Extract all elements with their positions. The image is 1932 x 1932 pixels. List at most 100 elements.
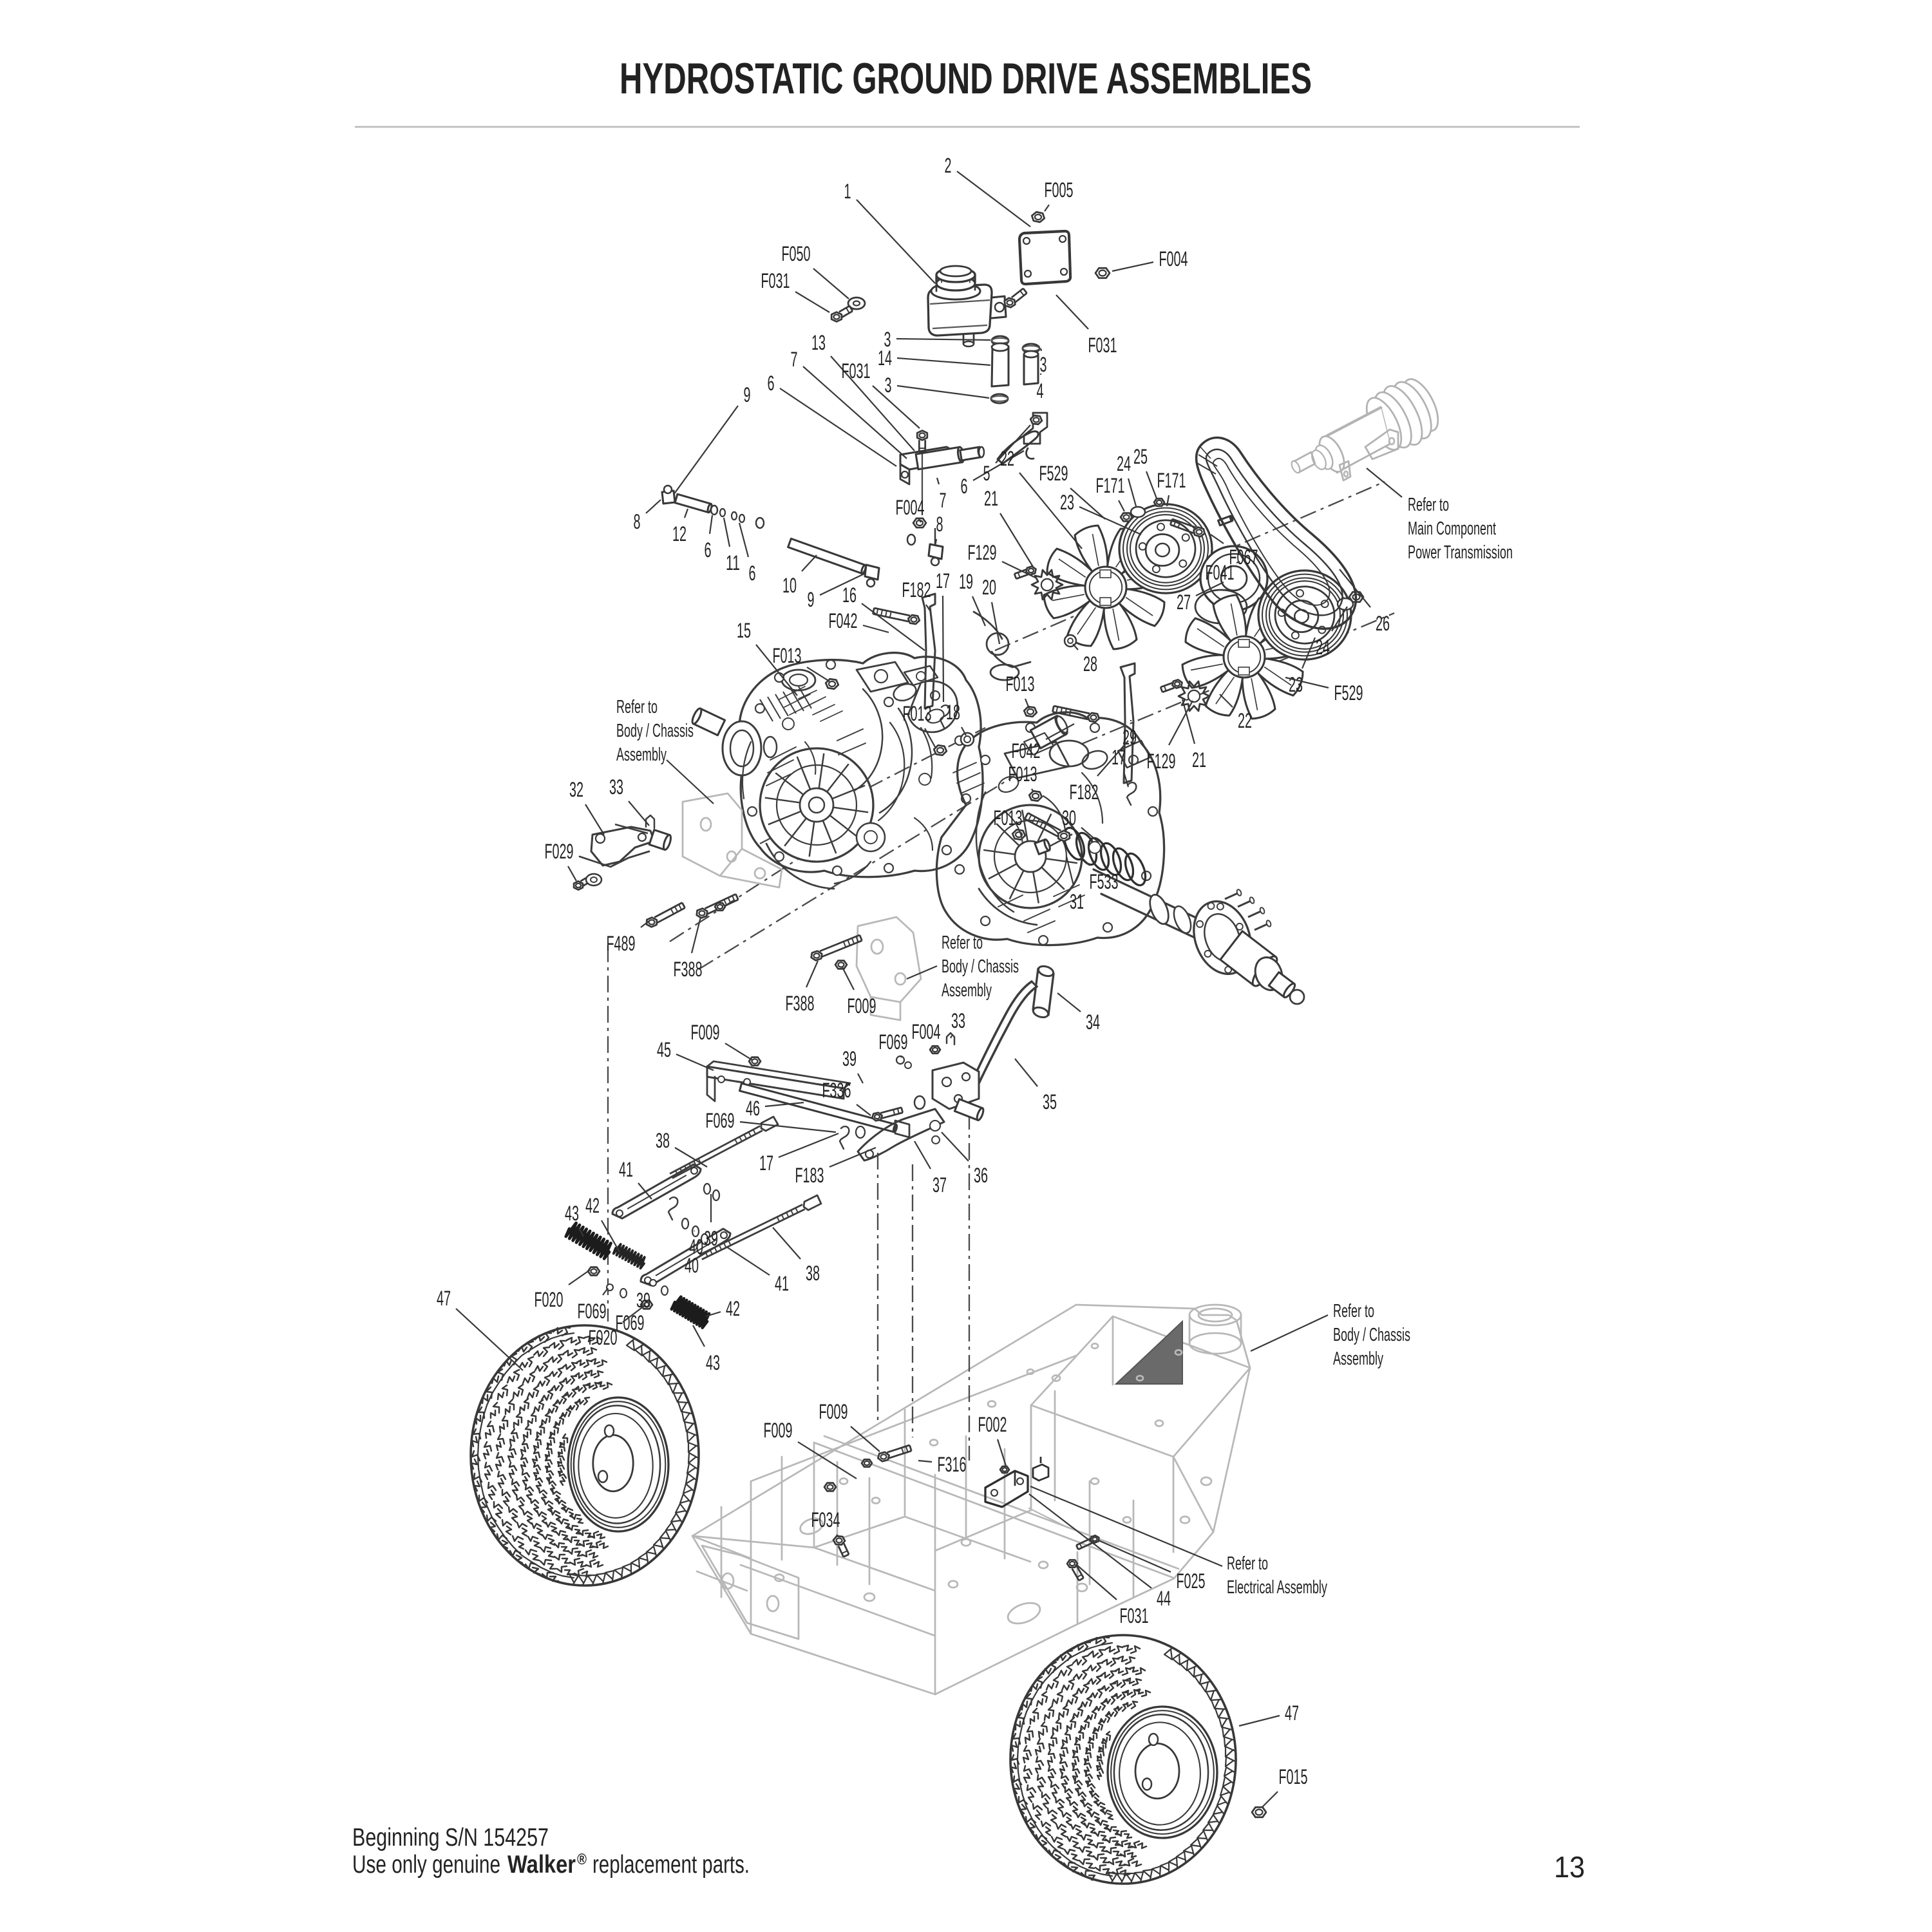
- svg-text:replacement parts.: replacement parts.: [592, 1851, 750, 1879]
- svg-text:Beginning S/N 154257: Beginning S/N 154257: [352, 1824, 549, 1852]
- svg-text:27: 27: [1177, 591, 1191, 614]
- svg-text:F020: F020: [589, 1326, 618, 1349]
- svg-text:17: 17: [936, 569, 950, 592]
- svg-text:Body / Chassis: Body / Chassis: [1333, 1325, 1410, 1345]
- svg-text:39: 39: [704, 1227, 718, 1250]
- svg-text:F031: F031: [1088, 334, 1117, 357]
- svg-text:F336: F336: [822, 1079, 851, 1102]
- svg-text:2: 2: [945, 154, 952, 177]
- svg-text:Body / Chassis: Body / Chassis: [616, 721, 694, 741]
- svg-text:36: 36: [974, 1164, 988, 1187]
- svg-text:F020: F020: [535, 1288, 564, 1311]
- svg-text:33: 33: [609, 775, 623, 799]
- svg-text:F031: F031: [1120, 1604, 1149, 1627]
- svg-text:F183: F183: [795, 1164, 824, 1187]
- svg-text:40: 40: [685, 1254, 699, 1277]
- svg-text:6: 6: [749, 562, 756, 585]
- svg-text:Electrical Assembly: Electrical Assembly: [1227, 1577, 1327, 1598]
- svg-text:F004: F004: [896, 496, 925, 519]
- svg-text:20: 20: [982, 576, 996, 599]
- svg-text:F182: F182: [1070, 781, 1099, 804]
- svg-text:9: 9: [808, 588, 815, 611]
- svg-text:F388: F388: [786, 992, 815, 1015]
- svg-text:F013: F013: [1006, 672, 1035, 696]
- svg-text:F015: F015: [1279, 1765, 1308, 1788]
- svg-text:41: 41: [619, 1158, 633, 1181]
- svg-text:12: 12: [672, 522, 687, 545]
- svg-text:Assembly: Assembly: [616, 744, 667, 765]
- svg-text:F034: F034: [811, 1508, 840, 1531]
- svg-text:F031: F031: [842, 359, 871, 383]
- svg-text:47: 47: [1285, 1701, 1299, 1725]
- svg-text:Refer to: Refer to: [942, 933, 983, 953]
- svg-text:43: 43: [565, 1202, 579, 1225]
- svg-text:40: 40: [689, 1235, 703, 1258]
- svg-text:39: 39: [842, 1047, 857, 1070]
- svg-text:1: 1: [844, 180, 851, 203]
- svg-text:F069: F069: [706, 1109, 735, 1132]
- svg-text:F004: F004: [1159, 247, 1188, 270]
- svg-text:F004: F004: [912, 1020, 941, 1043]
- svg-text:F129: F129: [1147, 750, 1176, 773]
- svg-text:30: 30: [1062, 806, 1076, 829]
- svg-text:F069: F069: [879, 1030, 908, 1054]
- svg-text:Assembly: Assembly: [942, 980, 992, 1001]
- svg-text:14: 14: [878, 346, 892, 370]
- svg-text:F489: F489: [607, 932, 636, 955]
- svg-text:17: 17: [759, 1151, 773, 1175]
- svg-text:8: 8: [936, 513, 943, 536]
- svg-text:35: 35: [1043, 1090, 1057, 1113]
- svg-text:6: 6: [768, 372, 775, 395]
- svg-text:15: 15: [737, 619, 751, 642]
- svg-text:F042: F042: [829, 609, 858, 632]
- svg-text:5: 5: [983, 462, 990, 485]
- svg-text:F533: F533: [1090, 870, 1119, 893]
- svg-text:37: 37: [933, 1173, 947, 1197]
- svg-text:F171: F171: [1157, 469, 1186, 492]
- svg-text:F013: F013: [903, 702, 932, 725]
- svg-text:45: 45: [657, 1038, 671, 1061]
- svg-text:34: 34: [1086, 1010, 1100, 1034]
- svg-text:Assembly: Assembly: [1333, 1349, 1383, 1369]
- svg-text:HYDROSTATIC GROUND DRIVE ASSEM: HYDROSTATIC GROUND DRIVE ASSEMBLIES: [620, 54, 1312, 103]
- svg-text:4: 4: [1037, 379, 1044, 402]
- svg-text:F013: F013: [773, 644, 802, 667]
- svg-text:F009: F009: [819, 1400, 848, 1423]
- svg-text:3: 3: [885, 374, 892, 397]
- svg-text:13: 13: [1554, 1850, 1585, 1884]
- svg-text:31: 31: [1070, 890, 1084, 913]
- svg-text:Refer to: Refer to: [1333, 1301, 1374, 1321]
- svg-text:Body / Chassis: Body / Chassis: [942, 956, 1019, 977]
- svg-text:Refer to: Refer to: [616, 697, 658, 717]
- svg-text:42: 42: [585, 1194, 600, 1217]
- svg-text:23: 23: [1289, 673, 1303, 696]
- svg-text:F050: F050: [782, 242, 811, 265]
- svg-text:6: 6: [961, 475, 968, 498]
- svg-text:Refer to: Refer to: [1227, 1553, 1268, 1574]
- svg-text:42: 42: [726, 1297, 740, 1320]
- svg-text:F067: F067: [1229, 545, 1258, 569]
- svg-text:®: ®: [577, 1851, 587, 1868]
- svg-text:18: 18: [946, 701, 960, 724]
- svg-text:3: 3: [884, 328, 891, 351]
- svg-text:Use only genuine: Use only genuine: [352, 1851, 500, 1879]
- svg-text:F041: F041: [1206, 561, 1235, 584]
- svg-text:17: 17: [1112, 746, 1126, 769]
- svg-text:23: 23: [1060, 491, 1074, 514]
- svg-text:41: 41: [775, 1272, 789, 1295]
- svg-text:F002: F002: [978, 1413, 1007, 1436]
- svg-text:F013: F013: [1009, 762, 1037, 786]
- svg-text:39: 39: [636, 1289, 650, 1312]
- svg-text:9: 9: [744, 383, 751, 406]
- svg-text:F005: F005: [1045, 178, 1074, 202]
- svg-text:F009: F009: [764, 1419, 793, 1442]
- svg-text:43: 43: [706, 1351, 720, 1374]
- svg-text:F031: F031: [761, 269, 790, 292]
- svg-text:7: 7: [940, 489, 947, 512]
- svg-text:F529: F529: [1334, 681, 1363, 705]
- svg-text:26: 26: [1376, 612, 1390, 635]
- svg-text:F013: F013: [994, 806, 1023, 829]
- svg-text:21: 21: [1192, 748, 1206, 772]
- svg-text:25: 25: [1133, 445, 1148, 468]
- svg-text:7: 7: [791, 348, 798, 371]
